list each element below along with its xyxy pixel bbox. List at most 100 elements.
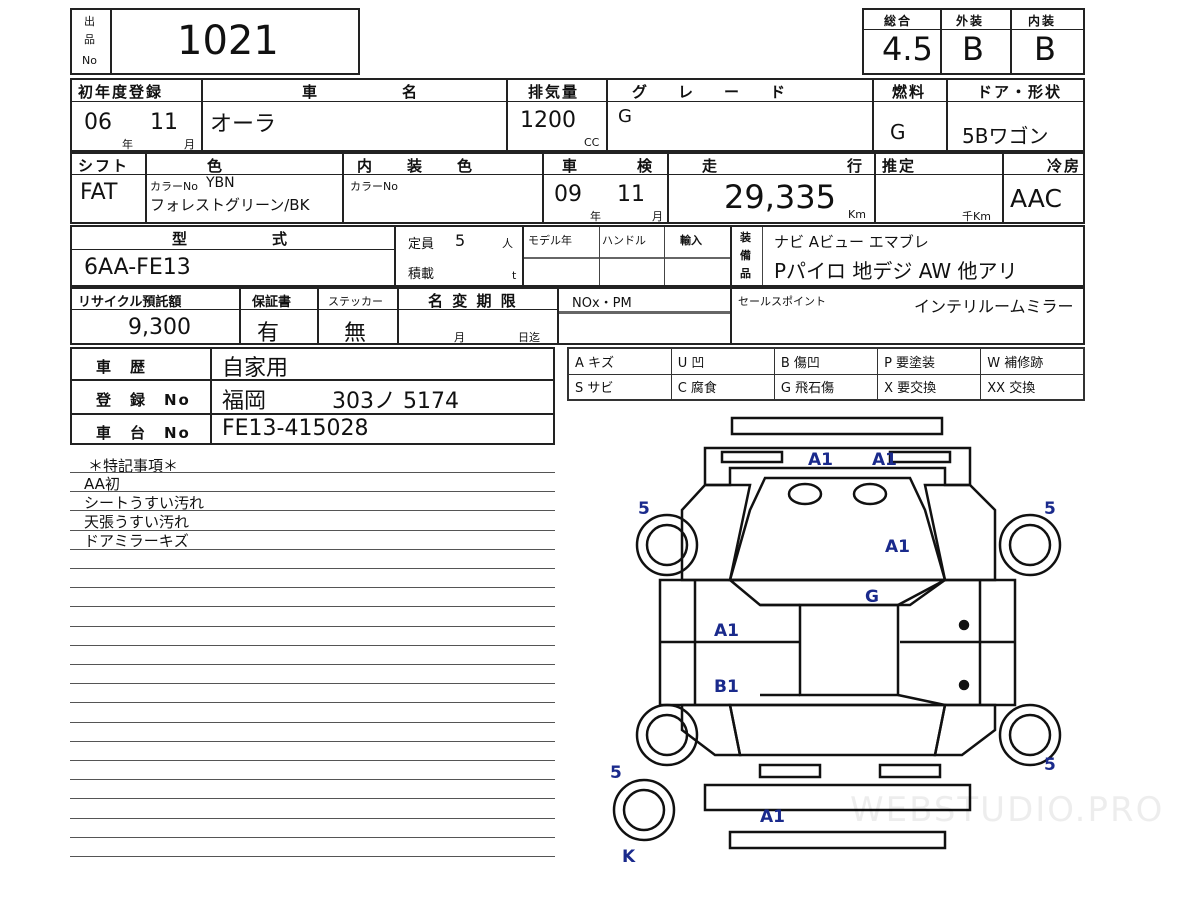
note-rule <box>70 779 555 780</box>
warranty: 有 <box>257 321 280 346</box>
note-rule <box>70 702 555 703</box>
note-line: ドアミラーキズ <box>84 532 189 550</box>
diagram-front-panel <box>703 446 972 487</box>
inspection-month: 11 <box>617 182 645 207</box>
cc-label: 排気量 <box>528 83 580 101</box>
note-rule <box>70 645 555 646</box>
lot-label: 出 <box>84 15 95 28</box>
legend-item: A キズ <box>567 347 672 375</box>
damage-mark: G <box>865 587 879 607</box>
note-rule <box>70 856 555 857</box>
door-label: ドア・形状 <box>977 83 1063 101</box>
exterior-score: B <box>962 30 984 68</box>
diagram-fenders <box>680 483 997 607</box>
note-rule <box>70 606 555 607</box>
transfer-month: 月 <box>454 331 465 344</box>
name-label: 車 <box>302 83 320 101</box>
note-rule <box>70 491 555 492</box>
interior-color-label: 内 装 色 <box>357 157 483 175</box>
inspection-label: 検 <box>637 157 655 175</box>
legend-item: X 要交換 <box>877 373 982 401</box>
damage-mark: 5 <box>638 499 650 519</box>
diagram-trunk <box>728 703 947 757</box>
model-label: 式 <box>272 230 290 248</box>
model-label: 型 <box>172 230 190 248</box>
recycle-label: リサイクル預託額 <box>78 295 182 310</box>
month-unit: 月 <box>184 138 195 151</box>
import-label: 輸入 <box>680 234 702 247</box>
row-details: シフト 色 内 装 色 車 検 走 行 推定 冷房 FAT カラーNo YBN … <box>70 152 1085 224</box>
exterior-label: 外装 <box>956 14 985 28</box>
load-unit: t <box>512 269 517 282</box>
history-box: 車 歴 自家用 登 録 No 福岡 303ノ 5174 車 台 No FE13-… <box>70 347 555 445</box>
grade-label: グ レ ー ド <box>632 83 794 101</box>
air-conditioning: AAC <box>1010 184 1062 213</box>
inspection-label: 車 <box>562 157 580 175</box>
legend-item: B 傷凹 <box>773 347 879 375</box>
recycle-fee: 9,300 <box>128 315 191 340</box>
note-rule <box>70 683 555 684</box>
note-rule <box>70 568 555 569</box>
notes-title: ＊特記事項＊ <box>88 457 179 475</box>
reg-label: 初年度登録 <box>78 83 164 101</box>
damage-mark: 5 <box>1044 499 1056 519</box>
mileage-unit: Km <box>848 208 866 221</box>
fuel-label: 燃料 <box>892 83 927 101</box>
model-code: 6AA-FE13 <box>84 255 191 280</box>
note-rule <box>70 818 555 819</box>
grade: G <box>618 106 632 127</box>
transfer-label: 名 変 期 限 <box>428 292 518 310</box>
damage-mark: A1 <box>885 537 910 557</box>
note-rule <box>70 472 555 473</box>
month-unit: 月 <box>652 210 663 223</box>
cc-unit: CC <box>584 136 600 149</box>
history-label: 車 歴 <box>96 358 148 376</box>
mileage: 29,335 <box>724 178 836 216</box>
estimate-unit: 千Km <box>962 210 991 223</box>
interior-color-no-label: カラーNo <box>350 180 398 193</box>
note-rule <box>70 741 555 742</box>
shift-label: シフト <box>78 157 130 175</box>
damage-mark: K <box>622 847 636 867</box>
damage-mark: A1 <box>808 450 833 470</box>
note-line: シートうすい汚れ <box>84 494 205 512</box>
row-model: 型 式 6AA-FE13 定員 5 人 積載 t モデル年 ハンドル 輸入 装 … <box>70 225 1085 287</box>
diagram-rear-panel <box>703 783 972 812</box>
inspection-year: 09 <box>554 182 582 207</box>
lot-label: 品 <box>84 33 95 46</box>
damage-mark: A1 <box>760 807 785 827</box>
equipment-label: 装 <box>740 231 751 244</box>
diagram-roof <box>798 603 900 697</box>
reg-month: 11 <box>150 110 178 135</box>
plate-number: 福岡 303ノ 5174 <box>222 389 459 414</box>
color-no: YBN <box>206 175 235 191</box>
equipment-line: ナビ Aビュー エマブレ <box>774 233 929 251</box>
fuel: G <box>890 120 906 144</box>
legend-item: W 補修跡 <box>980 347 1085 375</box>
note-rule <box>70 664 555 665</box>
car-name: オーラ <box>210 112 277 137</box>
lot-box: 出 品 No 1021 <box>70 8 360 75</box>
year-unit: 年 <box>122 138 133 151</box>
interior-label: 内装 <box>1028 14 1057 28</box>
note-rule <box>70 626 555 627</box>
note-rule <box>70 798 555 799</box>
note-rule <box>70 837 555 838</box>
note-rule <box>70 549 555 550</box>
sticker-label: ステッカー <box>328 295 383 308</box>
sales-point-label: セールスポイント <box>738 295 826 308</box>
sales-point: インテリルームミラー <box>914 297 1074 316</box>
transfer-day: 日迄 <box>518 331 540 344</box>
legend-item: P 要塗装 <box>877 347 982 375</box>
lot-label: No <box>82 54 97 67</box>
diagram-hood <box>728 476 947 582</box>
note-line: AA初 <box>84 475 120 493</box>
chassis-label: 車 台 No <box>96 424 191 442</box>
model-year-label: モデル年 <box>528 234 572 247</box>
legend-item: G 飛石傷 <box>773 373 879 401</box>
overall-label: 総合 <box>884 14 913 28</box>
displacement: 1200 <box>520 108 576 133</box>
mileage-label: 行 <box>847 157 865 175</box>
